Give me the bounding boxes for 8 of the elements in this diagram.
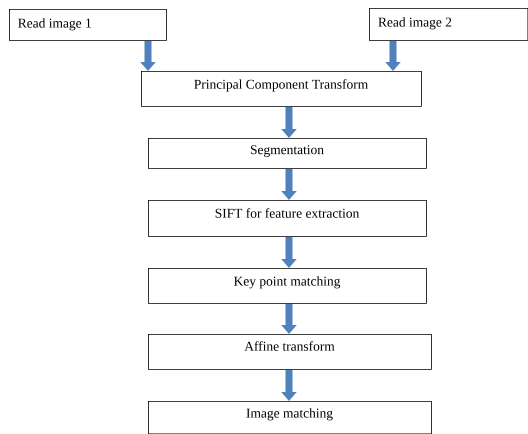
process-box: Principal Component Transform (141, 71, 422, 107)
process-box: Segmentation (148, 138, 427, 169)
process-box: Affine transform (148, 334, 432, 370)
process-box: Image matching (148, 401, 432, 434)
process-box: Read image 1 (9, 9, 167, 41)
process-box: SIFT for feature extraction (148, 200, 427, 237)
process-box: Read image 2 (369, 8, 528, 41)
process-box: Key point matching (148, 268, 427, 304)
